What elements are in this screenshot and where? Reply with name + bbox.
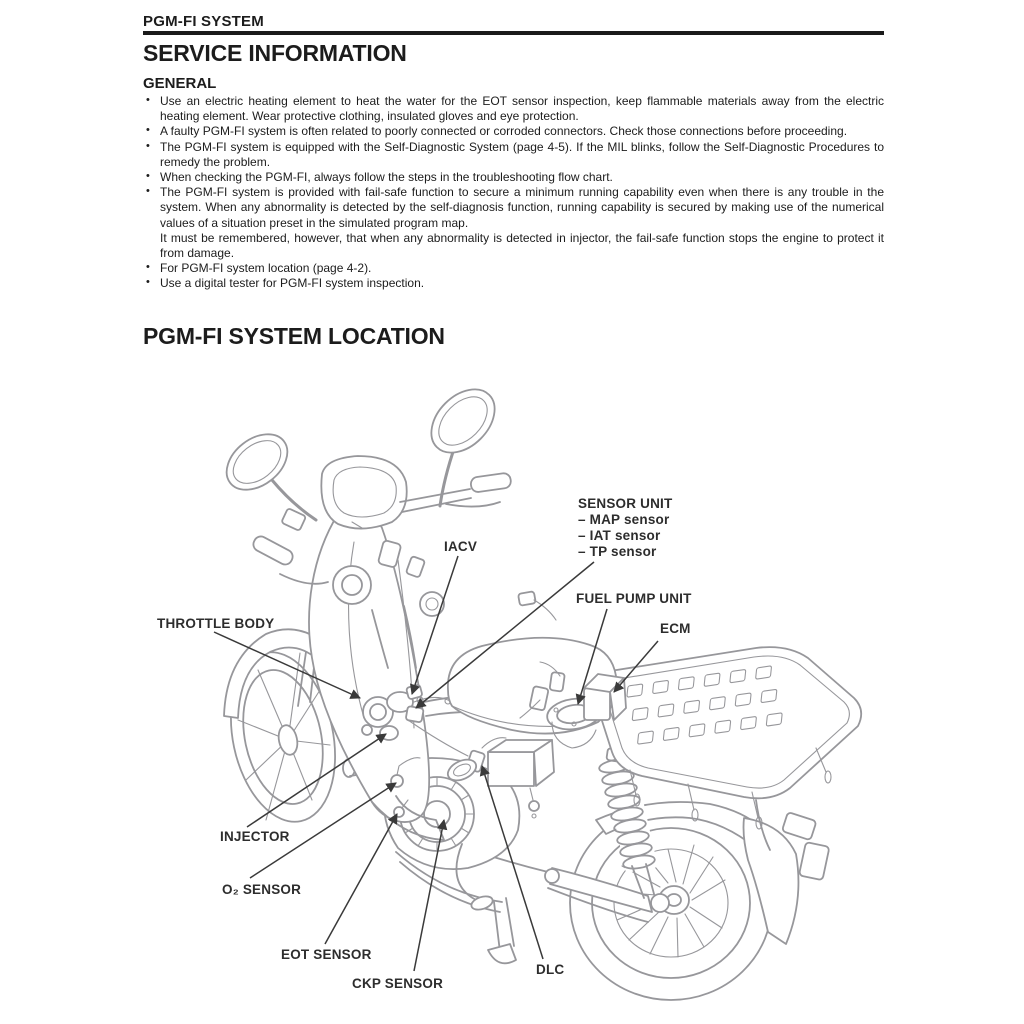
bullet-text: For PGM-FI system location (page 4-2). [160,261,372,276]
leader-eot-sensor [324,813,398,945]
rack-legs [629,747,832,830]
bullet-text: Use an electric heating element to heat … [160,94,884,124]
motorcycle-illustration [223,388,863,1001]
label-dlc: DLC [536,962,564,977]
label-sensor-unit: SENSOR UNIT [578,496,673,511]
section-title-location: PGM-FI SYSTEM LOCATION [143,323,445,349]
rack-holes [626,665,783,745]
bullet-item: The PGM-FI system is provided with fail-… [143,184,884,261]
bullet-note: It must be remembered, however, that whe… [160,230,884,261]
injector-part [379,725,399,741]
bullet-text: The PGM-FI system is provided with fail-… [160,185,884,230]
bullet-item: Use an electric heating element to heat … [143,93,884,124]
general-bullet-list: Use an electric heating element to heat … [143,93,884,292]
bullet-item: A faulty PGM-FI system is often related … [143,123,884,139]
bullet-text: When checking the PGM-FI, always follow … [160,170,613,185]
label-o2-sensor: O₂ SENSOR [222,882,301,897]
bullet-item: For PGM-FI system location (page 4-2). [143,260,884,276]
battery-box [446,739,555,819]
headlight-pod [320,455,408,530]
leader-ecm [613,640,659,693]
right-mirror [430,388,496,508]
label-iat-sensor: – IAT sensor [578,528,661,543]
label-fuel-pump-unit: FUEL PUMP UNIT [576,591,692,606]
leader-ckp-sensor [413,818,448,972]
left-mirror [225,433,318,522]
label-eot-sensor: EOT SENSOR [281,947,372,962]
subsection-title-general: GENERAL [143,75,217,92]
leader-dlc [479,764,544,960]
leader-sensor-unit [415,561,595,709]
leader-lines [213,555,659,972]
label-throttle-body: THROTTLE BODY [157,616,274,631]
bullet-text: A faulty PGM-FI system is often related … [160,124,848,139]
label-tp-sensor: – TP sensor [578,544,657,559]
bullet-item: When checking the PGM-FI, always follow … [143,169,884,185]
leader-fuel-pump [575,608,608,706]
ecm-part [583,673,627,721]
label-map-sensor: – MAP sensor [578,512,670,527]
label-iacv: IACV [444,539,477,554]
diagram-labels: SENSOR UNIT – MAP sensor – IAT sensor – … [157,496,692,991]
section-title-service-information: SERVICE INFORMATION [143,40,407,66]
throttle-body-cluster [361,684,507,818]
steering-column [332,539,557,669]
swingarm [544,867,670,923]
leader-throttle-body [213,631,361,699]
leader-iacv [410,555,459,695]
bullet-item: The PGM-FI system is equipped with the S… [143,139,884,170]
handlebars [252,472,512,585]
bullet-text: The PGM-FI system is equipped with the S… [160,139,884,169]
front-wheel [230,651,336,823]
bullet-item: Use a digital tester for PGM-FI system i… [143,275,884,291]
leader-injector [246,733,387,828]
label-injector: INJECTOR [220,829,290,844]
label-ecm: ECM [660,621,691,636]
header-rule [143,31,884,35]
rear-rack [593,646,863,830]
label-ckp-sensor: CKP SENSOR [352,976,443,991]
bullet-text: Use a digital tester for PGM-FI system i… [160,276,425,291]
page-header: PGM-FI SYSTEM [143,13,264,30]
leader-o2-sensor [249,782,397,879]
